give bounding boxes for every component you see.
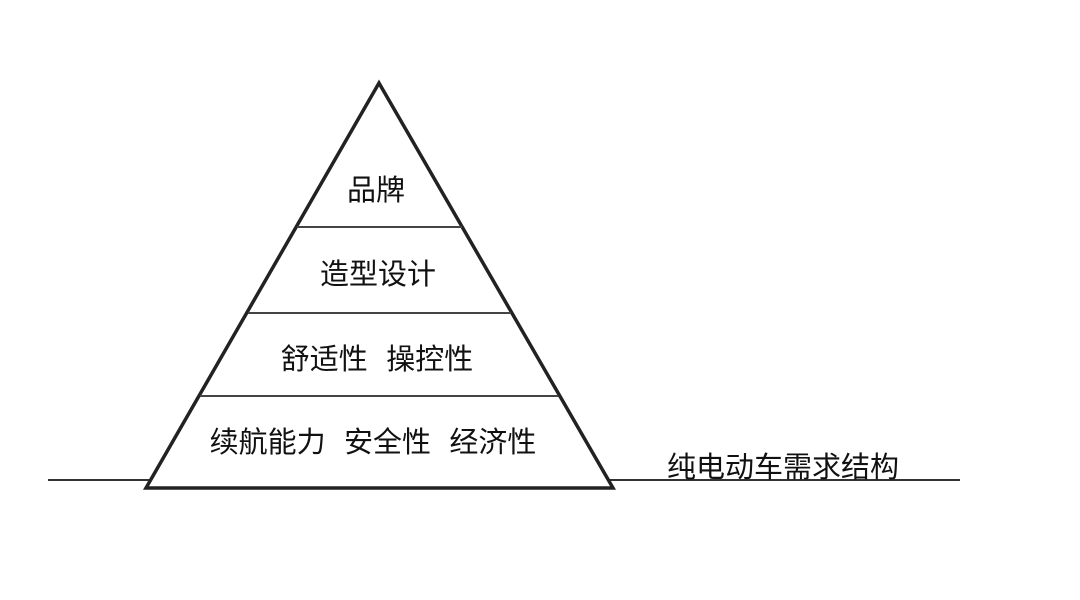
pyramid-outline — [142, 79, 617, 490]
diagram-title: 纯电动车需求结构 — [667, 450, 900, 484]
level-brand: 品牌 — [346, 173, 406, 207]
level-range-safety-economy: 续航能力 安全性 经济性 — [209, 425, 537, 459]
level-comfort-handling: 舒适性 操控性 — [280, 342, 474, 376]
level-design: 造型设计 — [319, 257, 437, 291]
